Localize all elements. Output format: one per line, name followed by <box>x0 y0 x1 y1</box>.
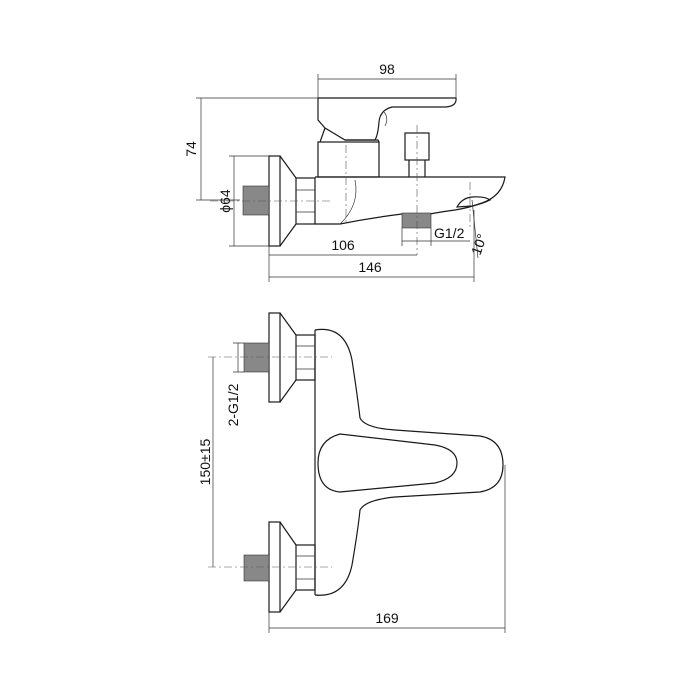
upper-flange <box>268 312 281 403</box>
side-outlet-thread <box>401 212 432 229</box>
top-view: 2-G1/2 150±15 169 <box>197 312 506 633</box>
lower-flange-cone <box>279 521 297 613</box>
aerator <box>455 196 492 208</box>
upper-nut-faces <box>296 345 315 370</box>
side-handle <box>317 97 457 141</box>
upper-inlet <box>208 312 332 403</box>
dim-line-74 <box>196 97 318 201</box>
dim-line-169 <box>268 465 506 633</box>
dim-outlet-distance: 106 <box>331 237 355 253</box>
top-handle <box>317 433 458 493</box>
upper-inlet-thread <box>243 342 270 373</box>
dim-line-g12 <box>401 228 470 246</box>
dim-handle-length: 98 <box>379 61 395 77</box>
dim-total-depth: 169 <box>375 610 399 626</box>
dim-inlet-spacing: 150±15 <box>197 438 213 485</box>
lower-nut-faces <box>296 555 315 580</box>
lower-nut <box>295 544 316 591</box>
dim-line-98 <box>317 74 457 98</box>
cartridge-body <box>317 141 380 178</box>
body-curve <box>339 179 357 225</box>
flange-cone <box>279 155 297 247</box>
dim-height: 74 <box>183 141 199 157</box>
dim-inlet-thread: 2-G1/2 <box>225 383 241 426</box>
dim-line-106 <box>268 246 417 282</box>
side-view: 98 74 ϕ64 G1/2 106 146 10° <box>183 61 506 282</box>
upper-flange-cone <box>279 312 297 403</box>
dim-line-64 <box>229 155 269 247</box>
handle-base <box>319 127 380 143</box>
angle-line <box>471 199 479 259</box>
lower-inlet-thread <box>243 554 270 582</box>
dim-flange-diameter: ϕ64 <box>217 189 233 213</box>
upper-nut <box>295 334 316 381</box>
dim-total-length: 146 <box>358 259 382 275</box>
top-body <box>314 328 504 596</box>
dim-line-2g12 <box>233 342 244 373</box>
handle-detail <box>383 111 388 127</box>
lower-inlet <box>208 521 332 613</box>
diverter-stem <box>408 160 426 177</box>
dim-outlet-thread: G1/2 <box>434 225 465 241</box>
side-body <box>315 176 506 225</box>
dim-spout-angle: 10° <box>468 232 490 257</box>
side-inlet-thread <box>242 185 270 216</box>
nut-faces <box>296 189 315 213</box>
